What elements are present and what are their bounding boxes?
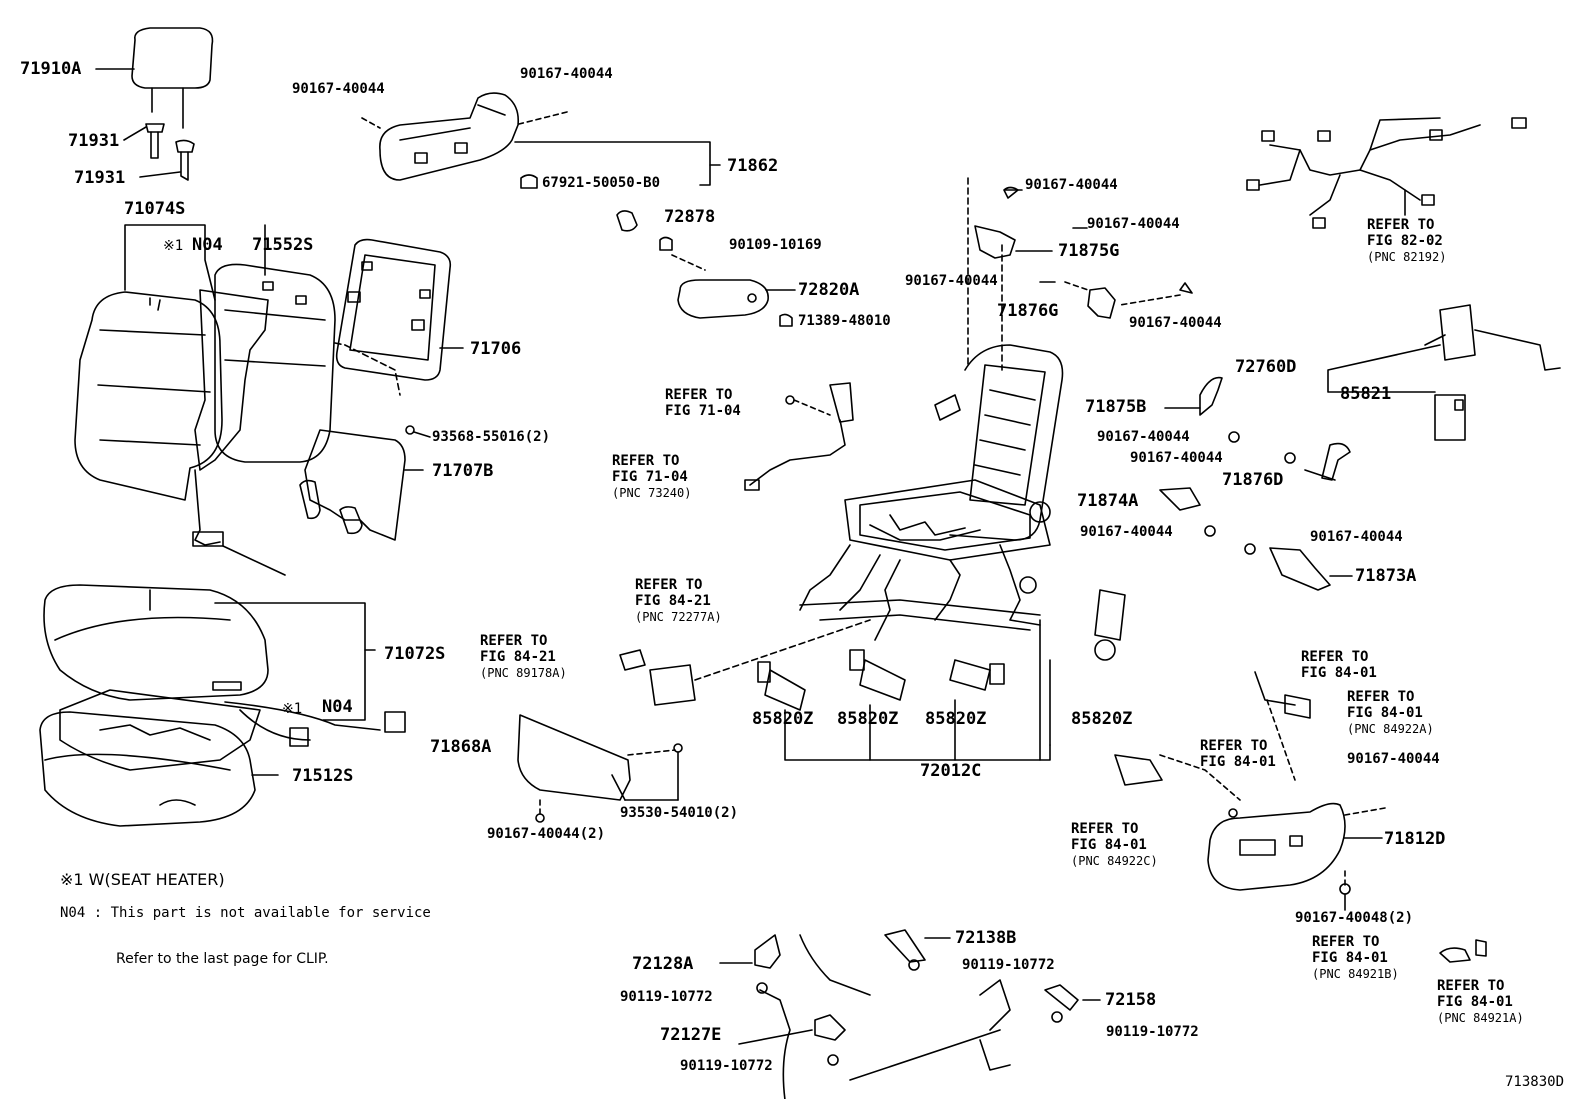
part-90167-label: 90167-40044	[292, 81, 385, 97]
seat-heater-mark: ※1	[163, 238, 184, 254]
side-shield-drawing	[361, 92, 721, 189]
part-71868A-label: 71868A	[430, 737, 492, 757]
part-72820A-label: 72820A	[798, 280, 860, 300]
side-trim-drawing	[517, 714, 683, 823]
lumbar-adjuster-drawing	[1327, 304, 1561, 441]
part-90119-label: 90119-10772	[962, 957, 1055, 973]
part-72012C-label: 72012C	[920, 761, 982, 781]
part-71876G-label: 71876G	[997, 301, 1059, 321]
part-85821-label: 85821	[1340, 384, 1392, 404]
part-90167-label: 90167-40044	[520, 66, 613, 82]
part-93568-label: 93568-55016(2)	[432, 429, 551, 445]
part-90167-label: 90167-40044(2)	[487, 826, 606, 842]
part-90167-label: 90167-40044	[1310, 529, 1403, 545]
seatback-board-drawing	[335, 238, 464, 381]
n04-availability-note: N04 : This part is not available for ser…	[60, 905, 431, 921]
part-72127E-label: 72127E	[660, 1025, 722, 1045]
recliner-covers-drawing	[974, 186, 1193, 319]
part-71389-label: 71389-48010	[798, 313, 891, 329]
part-72760D-label: 72760D	[1235, 357, 1297, 377]
seat-heater-note: ※1 W(SEAT HEATER)	[60, 870, 225, 889]
part-71552S-label: 71552S	[252, 235, 314, 255]
part-72128A-label: 72128A	[632, 954, 694, 974]
part-90167-label: 90167-40044	[1087, 216, 1180, 232]
side-panel-drawing	[1114, 671, 1487, 963]
part-90167-label: 90167-40048(2)	[1295, 910, 1414, 926]
headrest-guides-drawing	[123, 123, 195, 181]
part-72878-label: 72878	[664, 207, 716, 227]
part-N04-label: N04	[322, 697, 353, 717]
wire-harness-drawing	[1246, 117, 1527, 229]
part-67921-label: 67921-50050-B0	[542, 175, 661, 191]
part-90167-label: 90167-40044	[905, 273, 998, 289]
part-85820Z-label: 85820Z	[1071, 709, 1133, 729]
seat-track-covers-drawing	[1159, 487, 1353, 591]
part-71874A-label: 71874A	[1077, 491, 1139, 511]
armrest-drawing	[616, 210, 796, 327]
part-71072S-label: 71072S	[384, 644, 446, 664]
part-90167-label: 90167-40044	[1129, 315, 1222, 331]
part-71707B-label: 71707B	[432, 461, 494, 481]
harness-clips-drawing	[619, 619, 871, 706]
part-71512S-label: 71512S	[292, 766, 354, 786]
headrest-drawing	[95, 27, 214, 129]
seatback-pad-drawing	[192, 289, 286, 576]
part-71706-label: 71706	[470, 339, 522, 359]
seatback-cover-drawing	[74, 224, 223, 501]
part-71862-label: 71862	[727, 156, 779, 176]
part-93530-label: 93530-54010(2)	[620, 805, 739, 821]
part-85820Z-label: 85820Z	[837, 709, 899, 729]
part-71876D-label: 71876D	[1222, 470, 1284, 490]
part-71875B-label: 71875B	[1085, 397, 1147, 417]
seat-motors-drawing	[757, 589, 1126, 761]
seat-cushion-cover-drawing	[43, 584, 376, 721]
part-90167-label: 90167-40044	[1097, 429, 1190, 445]
part-N04-label: N04	[192, 235, 223, 255]
part-90119-label: 90119-10772	[680, 1058, 773, 1074]
seatbelt-buckle-drawing	[744, 382, 854, 491]
part-90167-label: 90167-40044	[1080, 524, 1173, 540]
seatback-frame-pad-drawing	[214, 224, 336, 463]
part-85820Z-label: 85820Z	[752, 709, 814, 729]
part-90167-label: 90167-40044	[1347, 751, 1440, 767]
part-72138B-label: 72138B	[955, 928, 1017, 948]
clip-reference-note: Refer to the last page for CLIP.	[116, 951, 329, 967]
figure-id: 713830D	[1505, 1074, 1565, 1090]
part-90167-label: 90167-40044	[1130, 450, 1223, 466]
part-90167-label: 90167-40044	[1025, 177, 1118, 193]
seat-frame-drawing	[799, 177, 1064, 641]
recliner-brackets-drawing	[1164, 376, 1351, 481]
seat-heater-mark: ※1	[282, 701, 303, 717]
part-71931-label: 71931	[74, 168, 126, 188]
part-85820Z-label: 85820Z	[925, 709, 987, 729]
part-71875G-label: 71875G	[1058, 241, 1120, 261]
part-71812D-label: 71812D	[1384, 829, 1446, 849]
seat-cushion-heater-drawing	[59, 689, 406, 771]
seatback-lower-board-drawing	[299, 342, 431, 541]
part-71910A-label: 71910A	[20, 59, 82, 79]
part-71931-label: 71931	[68, 131, 120, 151]
seat-cushion-pad-drawing	[39, 711, 279, 827]
track-end-covers-drawing	[719, 929, 1101, 1099]
part-90119-label: 90119-10772	[1106, 1024, 1199, 1040]
part-90109-label: 90109-10169	[729, 237, 822, 253]
part-90119-label: 90119-10772	[620, 989, 713, 1005]
part-71074S-label: 71074S	[124, 199, 186, 219]
part-72158-label: 72158	[1105, 990, 1157, 1010]
part-71873A-label: 71873A	[1355, 566, 1417, 586]
